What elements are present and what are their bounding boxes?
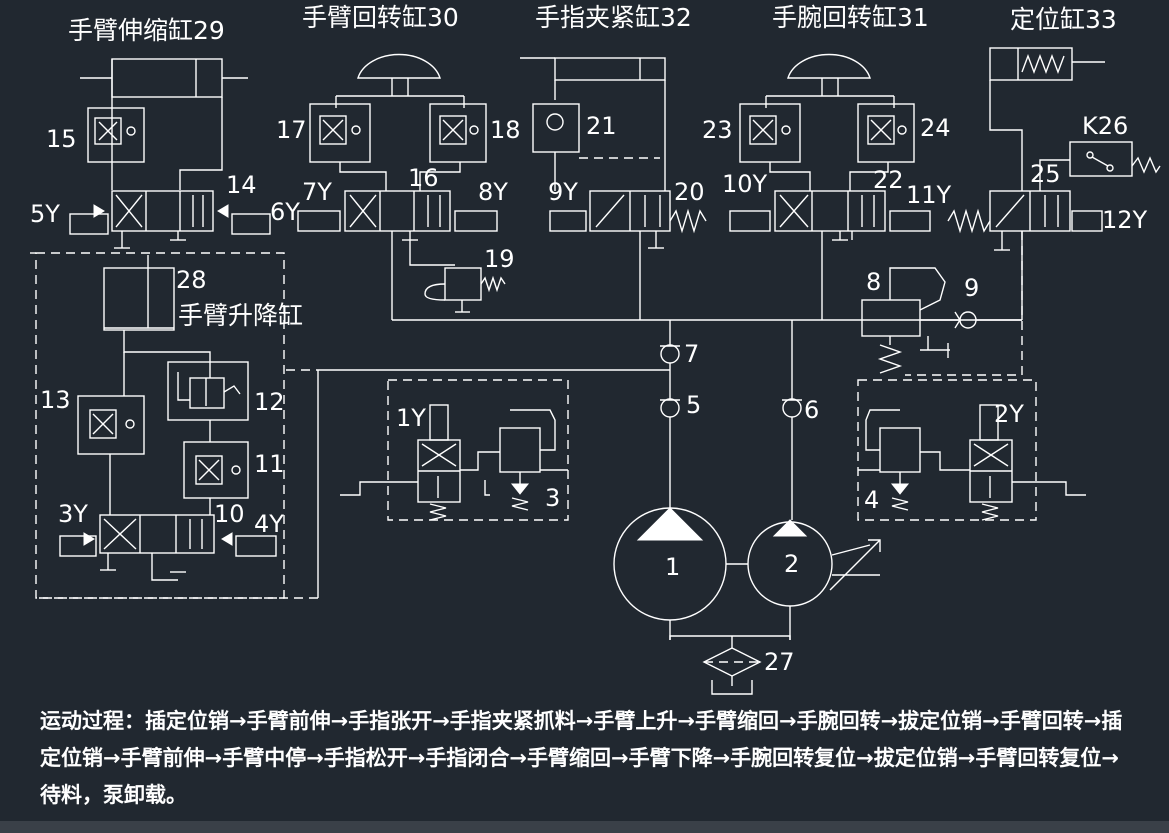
arm-lift-cylinder-title: 手臂升降缸 (178, 301, 303, 330)
label-21: 21 (586, 112, 617, 140)
arm-extend-cylinder (80, 58, 248, 190)
label-5: 5 (686, 391, 701, 419)
arm-extend-cylinder-title: 手臂伸缩缸29 (68, 16, 225, 45)
label-6y: 6Y (270, 198, 300, 226)
label-23: 23 (702, 116, 733, 144)
throttle-check-valve-13 (77, 395, 145, 455)
label-2: 2 (784, 550, 799, 578)
unloading-block-3 (340, 379, 569, 521)
label-24: 24 (920, 114, 951, 142)
status-bar (0, 821, 1169, 833)
check-valve-5 (660, 398, 680, 508)
label-27: 27 (764, 648, 795, 676)
throttle-check-valve-18 (429, 103, 487, 163)
filter-27 (669, 635, 791, 695)
throttle-check-valve-17 (309, 103, 371, 163)
label-9y: 9Y (548, 178, 578, 206)
throttle-check-valve-24 (857, 103, 915, 163)
label-11y: 11Y (906, 181, 952, 209)
process-description: 运动过程：插定位销→手臂前伸→手指张开→手指夹紧抓料→手臂上升→手臂缩回→手腕回… (40, 709, 1123, 807)
directional-valve-20 (549, 190, 707, 320)
finger-clamp-cylinder-title: 手指夹紧缸32 (535, 3, 692, 32)
label-2y: 2Y (994, 400, 1024, 428)
label-10y: 10Y (722, 170, 768, 198)
finger-clamp-cylinder (520, 57, 666, 191)
throttle-check-valve-11 (183, 441, 249, 499)
throttle-check-valve-23 (739, 103, 801, 163)
label-11: 11 (254, 450, 285, 478)
label-4y: 4Y (254, 510, 284, 538)
positioning-cylinder (989, 47, 1105, 191)
label-4: 4 (864, 486, 879, 514)
arm-rotate-cylinder-title: 手臂回转缸30 (302, 3, 459, 32)
label-12: 12 (254, 388, 285, 416)
label-15: 15 (46, 125, 77, 153)
label-14: 14 (226, 171, 257, 199)
label-1y: 1Y (396, 404, 426, 432)
label-8y: 8Y (478, 178, 508, 206)
check-valve-6 (782, 398, 802, 520)
label-k26: K26 (1082, 112, 1128, 140)
label-6: 6 (804, 396, 819, 424)
arm-rotate-cylinder (335, 53, 465, 108)
wrist-rotate-cylinder (765, 53, 895, 108)
check-valve-7 (660, 344, 680, 400)
throttle-check-valve-15 (87, 107, 145, 163)
label-28: 28 (176, 266, 207, 294)
directional-valve-10 (59, 514, 277, 581)
pressure-switch-k26 (1039, 141, 1161, 191)
directional-valve-14 (69, 190, 271, 249)
valve-12 (167, 361, 249, 421)
label-17: 17 (276, 116, 307, 144)
label-1: 1 (665, 553, 680, 581)
label-5y: 5Y (30, 200, 60, 228)
label-9: 9 (964, 274, 979, 302)
label-12y: 12Y (1102, 206, 1148, 234)
label-22: 22 (873, 166, 904, 194)
label-18: 18 (490, 116, 521, 144)
pump-2 (726, 519, 881, 640)
label-13: 13 (40, 386, 71, 414)
relief-valve-8 (861, 267, 950, 374)
label-7: 7 (684, 340, 699, 368)
label-20: 20 (674, 178, 705, 206)
arm-lift-block (35, 252, 285, 599)
valve-19 (409, 240, 506, 313)
check-valve-9 (920, 311, 1022, 329)
label-3y: 3Y (58, 500, 88, 528)
label-10: 10 (214, 500, 245, 528)
directional-valve-25 (947, 190, 1103, 320)
wrist-rotate-cylinder-title: 手腕回转缸31 (772, 3, 929, 32)
directional-valve-22 (729, 190, 931, 320)
arm-lift-cylinder (103, 255, 211, 378)
positioning-cylinder-title: 定位缸33 (1010, 5, 1117, 34)
label-16: 16 (408, 164, 439, 192)
label-7y: 7Y (302, 178, 332, 206)
directional-valve-16 (297, 190, 498, 320)
label-8: 8 (866, 268, 881, 296)
label-25: 25 (1030, 160, 1061, 188)
label-19: 19 (484, 245, 515, 273)
unloading-block-4 (857, 379, 1086, 521)
label-3: 3 (545, 484, 560, 512)
